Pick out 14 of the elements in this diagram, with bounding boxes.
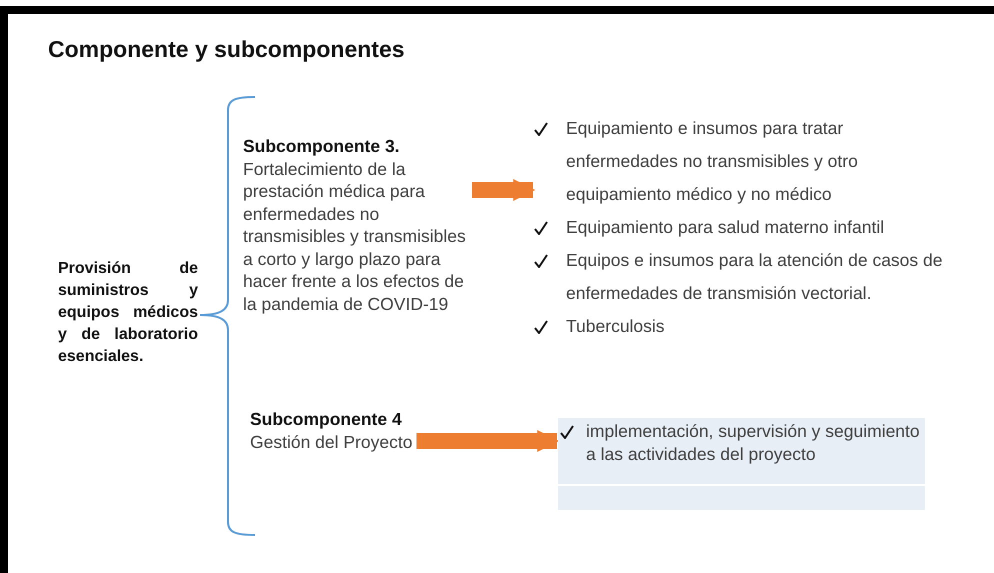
block-arrow	[472, 179, 536, 201]
slide-title: Componente y subcomponentes	[48, 36, 405, 63]
list-item-text: Tuberculosis	[566, 316, 665, 336]
list-item-text: Equipamiento e insumos para tratar enfermedades no transmisibles y otro equipamiento médico y no médico	[566, 118, 858, 204]
subcomponent-description: Fortalecimiento de la prestación médica para enfermedades no transmisibles y transmisibles a corto y largo plazo para hacer frente a los efectos de la pandemia de COVID-19	[243, 158, 467, 315]
list-item-text: Equipamiento para salud materno infantil	[566, 217, 884, 237]
list-item-text: Equipos e insumos para la atención de casos de enfermedades de transmisión vectorial.	[566, 250, 942, 303]
highlight-panel	[558, 418, 925, 510]
subcomponent-heading: Subcomponente 3.	[243, 135, 400, 158]
subcomponent-description: Gestión del Proyecto	[250, 430, 412, 453]
block-arrow	[416, 430, 560, 452]
list-item-text: implementación, supervisión y seguimiento a las actividades del proyecto	[586, 421, 920, 464]
component-label: Provisión de suministros y equipos médicos y de laboratorio esenciales.	[58, 258, 198, 368]
subcomponent-heading: Subcomponente 4	[250, 408, 402, 430]
